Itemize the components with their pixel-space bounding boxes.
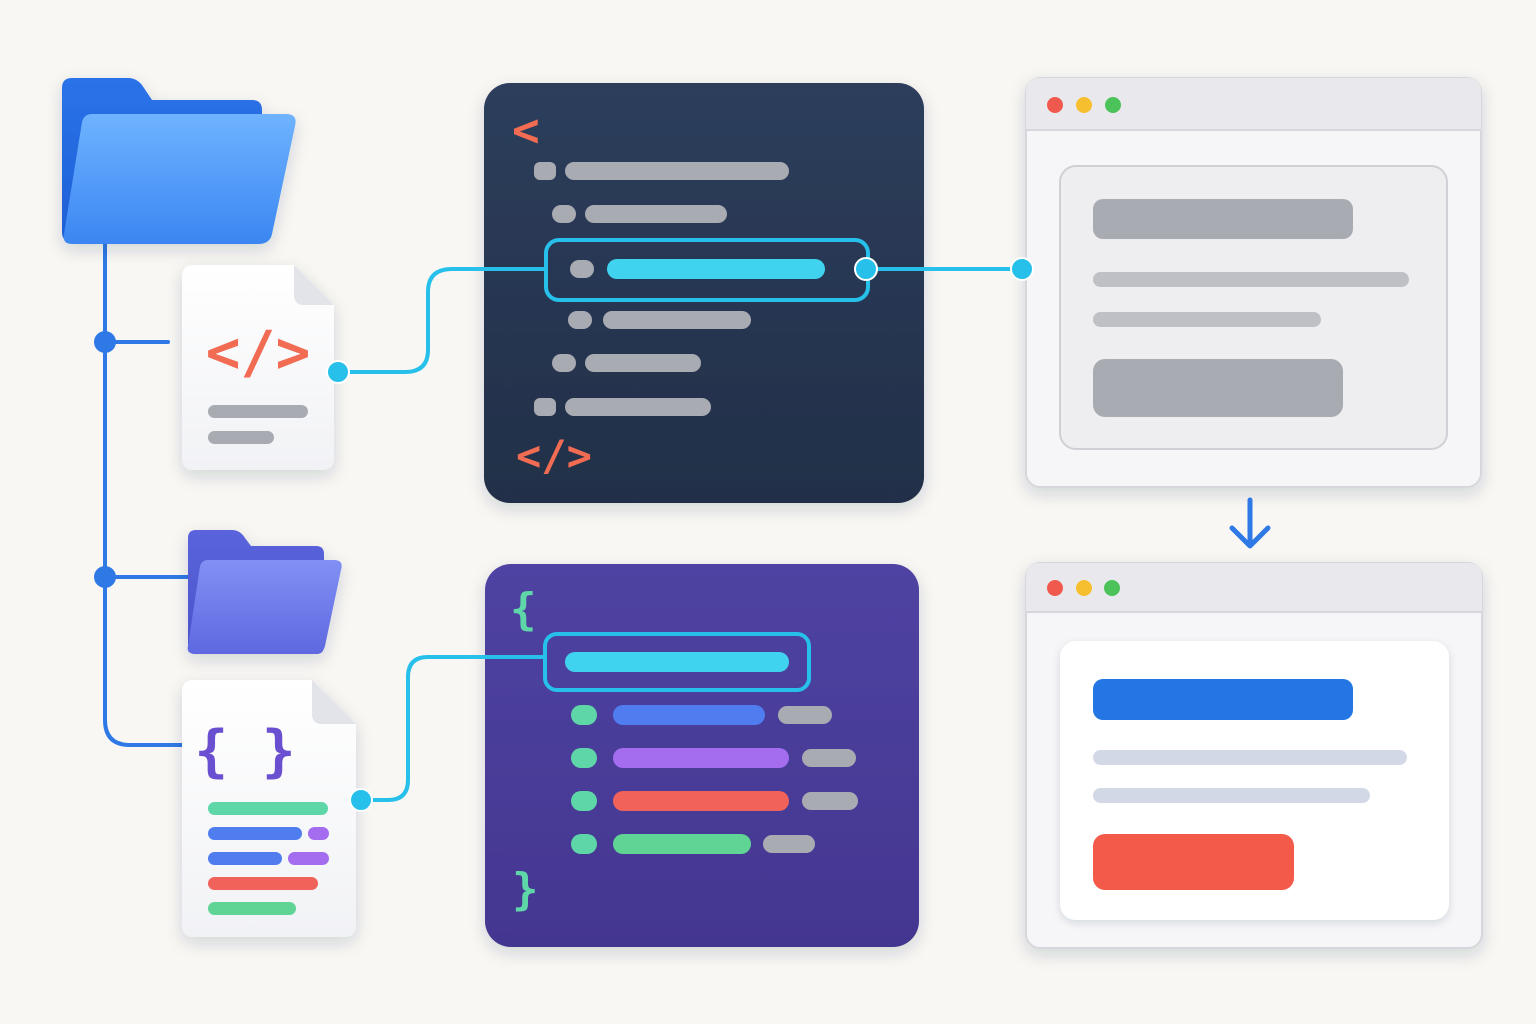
wireframe-title-block: [1093, 199, 1353, 239]
connector-dot: [854, 257, 878, 281]
json-editor-panel[interactable]: { }: [485, 564, 919, 947]
html-file-line: [208, 431, 274, 444]
window-maximize-dot[interactable]: [1105, 97, 1121, 113]
rendered-text-line: [1093, 750, 1407, 765]
window-minimize-dot[interactable]: [1076, 97, 1092, 113]
code-line: [568, 311, 751, 329]
code-line: [534, 162, 789, 180]
html-file-line: [208, 405, 308, 418]
code-line: [534, 398, 711, 416]
html-close-tag: </>: [516, 431, 592, 480]
root-folder[interactable]: [62, 78, 296, 244]
wireframe-text-line: [1093, 312, 1321, 327]
json-file-line: [308, 827, 329, 840]
json-line-highlighted[interactable]: [543, 632, 811, 692]
folder-icon: [62, 78, 296, 244]
tree-node-dot: [94, 566, 116, 588]
json-line: [571, 834, 815, 854]
rendered-text-line: [1093, 788, 1370, 803]
json-file-line: [208, 877, 318, 890]
json-file-line: [208, 827, 302, 840]
json-close-brace: }: [512, 864, 539, 915]
connector-dot: [326, 360, 350, 384]
browser-window-wireframe[interactable]: [1025, 77, 1482, 488]
json-line: [571, 748, 856, 768]
window-maximize-dot[interactable]: [1104, 580, 1120, 596]
json-file-glyph: { }: [194, 719, 295, 784]
json-line: [571, 791, 858, 811]
html-open-tag: <: [512, 103, 540, 157]
tree-node-dot: [94, 331, 116, 353]
browser-window-rendered[interactable]: [1025, 562, 1483, 949]
html-file-glyph: </>: [206, 318, 311, 386]
file-tree-lines: [103, 238, 192, 747]
html-editor-panel[interactable]: < </>: [484, 83, 924, 503]
wireframe-text-line: [1093, 272, 1409, 287]
window-close-dot[interactable]: [1047, 580, 1063, 596]
json-file-line: [208, 802, 328, 815]
rendered-title-bar: [1093, 679, 1353, 720]
window-close-dot[interactable]: [1047, 97, 1063, 113]
arrow-down-icon: [1229, 497, 1271, 549]
rendered-button[interactable]: [1093, 834, 1294, 890]
folder-icon: [187, 530, 342, 654]
connector-dot: [1010, 257, 1034, 281]
json-file-line: [288, 852, 329, 865]
json-open-brace: {: [510, 584, 537, 635]
json-line: [571, 705, 832, 725]
sub-folder[interactable]: [187, 530, 342, 654]
wireframe-button-block: [1093, 359, 1343, 417]
code-file-icon: [182, 265, 334, 470]
json-file-line: [208, 852, 282, 865]
connector-dot: [349, 788, 373, 812]
html-file[interactable]: [182, 265, 334, 470]
connector-lines: [336, 267, 1024, 802]
json-file-line: [208, 902, 296, 915]
window-minimize-dot[interactable]: [1076, 580, 1092, 596]
code-line: [552, 205, 727, 223]
code-line: [552, 354, 701, 372]
